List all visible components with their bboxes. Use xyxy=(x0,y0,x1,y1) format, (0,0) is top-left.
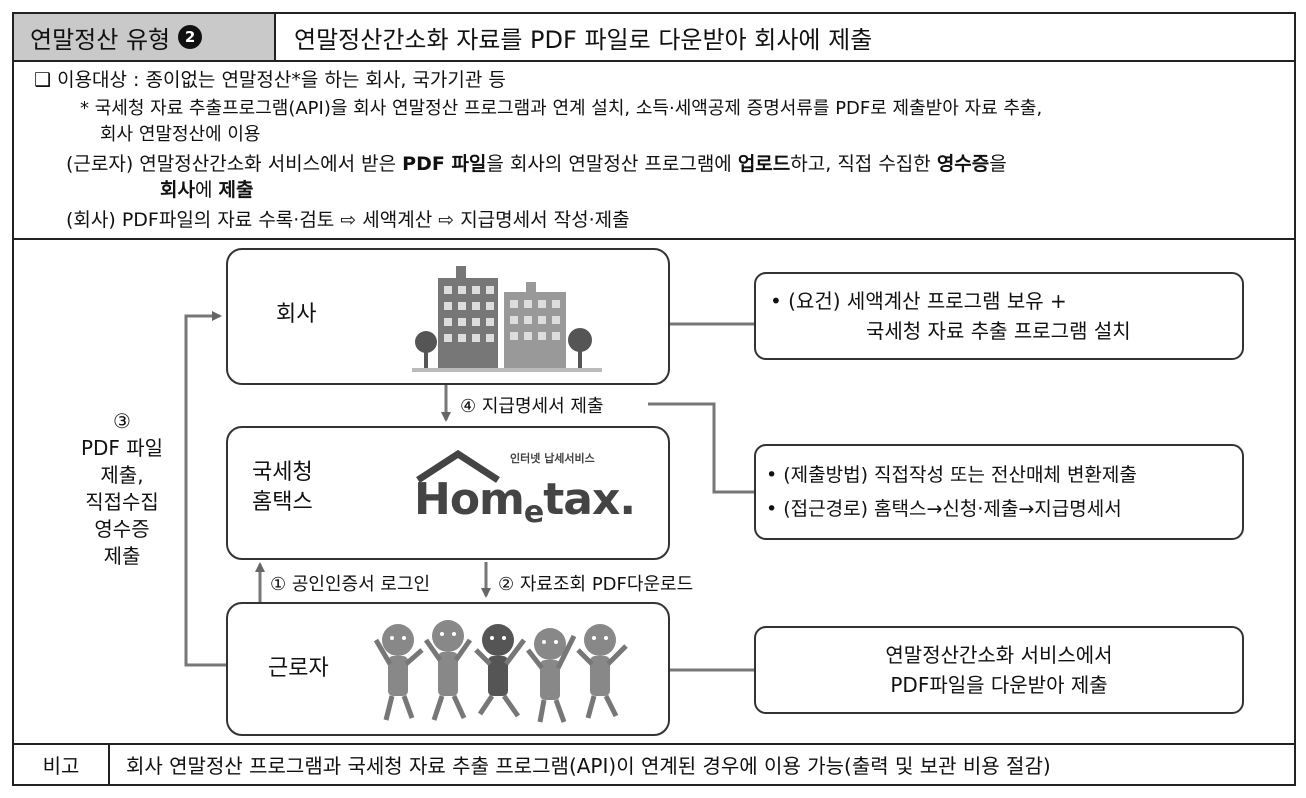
type-number-badge: 2 xyxy=(178,25,203,49)
connector-lines xyxy=(184,311,754,672)
remarks-key: 비고 xyxy=(14,745,110,784)
flow-diagram: 회사 국세청 홈택스 인터넷 납 xyxy=(12,240,1296,745)
footnote-star: * xyxy=(80,98,89,119)
hometax-note-line-2: • (접근경로) 홈택스→신청·제출→지급명세서 xyxy=(766,498,1122,520)
logo-tax: tax. xyxy=(543,474,636,525)
hometax-note-box: • (제출방법) 직접작성 또는 전산매체 변환제출 • (접근경로) 홈택스→… xyxy=(754,444,1244,540)
step4-label: ④ 지급명세서 제출 xyxy=(460,392,604,418)
step3-marker: ③ xyxy=(113,409,131,433)
description-panel: ❑ 이용대상 : 종이없는 연말정산*을 하는 회사, 국가기관 등 * 국세청… xyxy=(12,60,1296,240)
company-node: 회사 xyxy=(226,248,670,385)
hometax-node: 국세청 홈택스 인터넷 납세서비스 Hometax. xyxy=(226,426,670,560)
worker-label: 근로자 xyxy=(268,656,329,681)
hometax-label: 국세청 홈택스 xyxy=(252,460,313,515)
hometax-note-connector xyxy=(648,402,754,494)
left-flow-line-1: PDF 파일 xyxy=(80,436,164,460)
company-line: (회사) PDF파일의 자료 수록·검토 ⇨ 세액계산 ⇨ 지급명세서 작성·제… xyxy=(66,209,630,231)
target-text: 이용대상 : 종이없는 연말정산*을 하는 회사, 국가기관 등 xyxy=(57,69,506,91)
hometax-logo-text: Hometax. xyxy=(414,474,636,530)
worker-text-d: 하고, 직접 수집한 xyxy=(790,153,937,175)
section-title: 연말정산간소화 자료를 PDF 파일로 다운받아 회사에 제출 xyxy=(294,25,873,54)
worker-bold-pdf: PDF 파일 xyxy=(402,153,487,175)
logo-hom: Hom xyxy=(414,474,525,525)
footnote-line-2: 회사 연말정산에 이용 xyxy=(100,124,261,145)
pdf-submit-arrow xyxy=(184,311,226,667)
worker-note-box: 연말정산간소화 서비스에서 PDF파일을 다운받아 제출 xyxy=(754,626,1244,714)
worker-text-f: 에 xyxy=(194,179,219,201)
worker-line: (근로자) 연말정산간소화 서비스에서 받은 PDF 파일을 회사의 연말정산 … xyxy=(66,152,1007,177)
left-flow-line-3: 직접수집 xyxy=(85,490,159,514)
remarks-row: 비고 회사 연말정산 프로그램과 국세청 자료 추출 프로그램(API)이 연계… xyxy=(12,743,1296,786)
left-flow-line-2: 제출, xyxy=(100,463,144,487)
worker-bold-upload: 업로드 xyxy=(737,153,791,175)
worker-line-2: 회사에 제출 xyxy=(160,178,253,203)
worker-text-c: 을 회사의 연말정산 프로그램에 xyxy=(486,153,738,175)
worker-bold-submit: 제출 xyxy=(218,179,254,201)
pdf-submit-label: ③ PDF 파일 제출, 직접수집 영수증 제출 xyxy=(52,408,192,570)
house-roof-icon xyxy=(416,449,500,483)
worker-text-e: 을 xyxy=(989,153,1007,175)
left-flow-line-4: 영수증 xyxy=(94,517,150,541)
footnote-line-1: * 국세청 자료 추출프로그램(API)을 회사 연말정산 프로그램과 연계 설… xyxy=(80,96,1042,121)
section-header: 연말정산 유형 2 연말정산간소화 자료를 PDF 파일로 다운받아 회사에 제… xyxy=(12,12,1296,62)
remarks-value: 회사 연말정산 프로그램과 국세청 자료 추출 프로그램(API)이 연계된 경… xyxy=(126,754,1051,778)
worker-text-a: (근로자) 연말정산간소화 서비스에서 받은 xyxy=(66,153,403,175)
buildings-icon xyxy=(412,266,602,372)
step1-label: ① 공인인증서 로그인 xyxy=(270,570,431,596)
worker-note-line-2: PDF파일을 다운받아 제출 xyxy=(890,673,1108,697)
worker-note-line-1: 연말정산간소화 서비스에서 xyxy=(885,643,1113,667)
type-tag: 연말정산 유형 2 xyxy=(14,14,276,60)
target-line: ❑ 이용대상 : 종이없는 연말정산*을 하는 회사, 국가기관 등 xyxy=(34,68,506,93)
step2-label: ② 자료조회 PDF다운로드 xyxy=(498,570,694,596)
workers-illustration-icon xyxy=(373,620,628,723)
logo-e: e xyxy=(523,495,544,530)
checkbox-bullet-icon: ❑ xyxy=(34,69,52,91)
hometax-note-line-1: • (제출방법) 직접작성 또는 전산매체 변환제출 xyxy=(766,464,1137,486)
company-note-line-2: 국세청 자료 추출 프로그램 설치 xyxy=(866,319,1131,343)
company-note-box: • (요건) 세액계산 프로그램 보유 + 국세청 자료 추출 프로그램 설치 xyxy=(754,272,1244,360)
worker-node: 근로자 xyxy=(226,602,670,736)
company-note-line-1: • (요건) 세액계산 프로그램 보유 + xyxy=(770,289,1067,313)
worker-bold-receipt: 영수증 xyxy=(936,153,990,175)
hometax-logo-caption: 인터넷 납세서비스 xyxy=(510,452,595,465)
type-tag-label: 연말정산 유형 xyxy=(30,25,171,54)
footnote-text-1: 국세청 자료 추출프로그램(API)을 회사 연말정산 프로그램과 연계 설치,… xyxy=(94,98,1043,119)
hometax-logo: 인터넷 납세서비스 Hometax. xyxy=(414,448,636,538)
company-label: 회사 xyxy=(276,302,317,327)
left-flow-line-5: 제출 xyxy=(103,544,141,568)
worker-bold-company: 회사 xyxy=(160,179,195,201)
